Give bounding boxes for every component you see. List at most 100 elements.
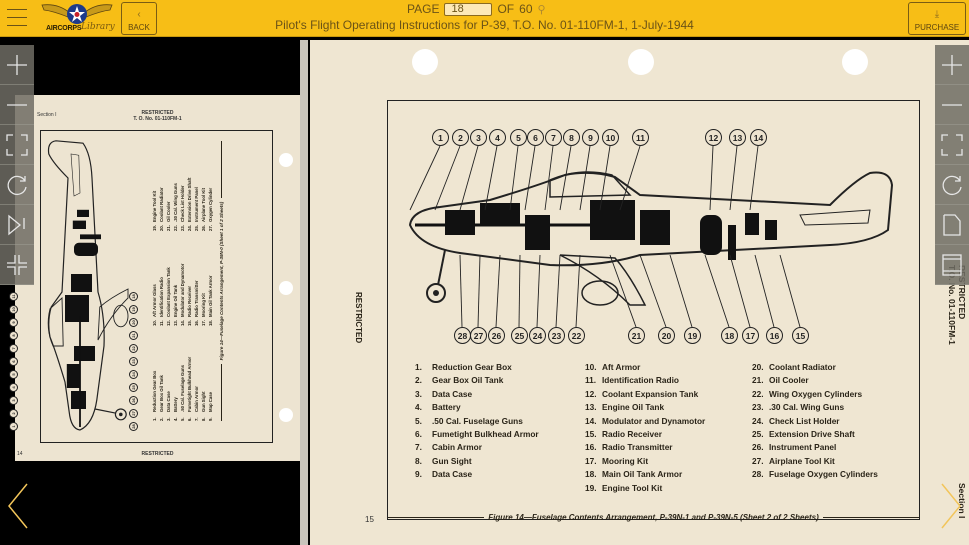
logo-script: Library [81,22,115,32]
page-button[interactable] [935,205,969,245]
legend-label: Coolant Expansion Tank [602,388,699,399]
legend-label: Data Case [432,469,473,480]
legend-number: 20. [752,362,764,372]
callout-number: 27 [470,327,487,344]
rotate-icon [942,175,962,195]
callout-number: 23 [129,357,138,366]
leader-line [484,145,498,211]
zoom-out-button[interactable] [0,85,34,125]
legend-item: 14.Modulator and Dynamotor [179,231,186,326]
search-icon[interactable]: ⚲ [537,3,546,16]
callout-number: 19 [129,305,138,314]
callout-number: 9 [9,318,18,327]
previous-page-button[interactable] [5,482,31,535]
fit-button[interactable] [935,125,969,165]
callout-number: 8 [9,331,18,340]
shrink-button[interactable] [0,245,34,285]
legend-label: Cabin Armor [432,442,482,453]
legend-item: 6.Fumetight Bulkhead Armor [186,326,193,421]
legend-number: 13. [585,402,597,413]
legend-label: Coolant Expansion Tank [166,267,171,317]
legend-label: Radio Transmitter [602,442,673,453]
logo-text: AIRCORPS [46,25,82,32]
leader-line [669,254,693,328]
legend-item: 19.Engine Tool Kit [585,482,705,495]
callout-number: 7 [9,344,18,353]
chevron-right-icon [941,483,961,529]
callout-number: 22 [129,344,138,353]
leader-line [754,254,775,328]
legend-label: Check List Holder [769,415,840,426]
zoom-in-button[interactable] [935,45,969,85]
legend-item: 23..30 Cal. Wing Guns [752,401,878,414]
legend-label: Engine Tool Kit [152,190,157,222]
fit-icon [941,133,963,156]
rotate-button[interactable] [935,165,969,205]
legend-number: 21. [752,375,764,386]
back-button[interactable]: ‹ BACK [121,2,157,35]
filmstrip-button[interactable] [935,245,969,285]
legend-label: Gear Box Oil Tank [159,375,164,412]
callout-number: 18 [129,292,138,301]
legend-item: 22.Wing Oxygen Cylinders [752,388,878,401]
legend-item: 4.Battery [172,326,179,421]
callout-number: 24 [129,370,138,379]
legend-number: 20. [159,225,164,231]
leader-line [409,145,441,211]
legend-number: 27. [752,455,764,466]
legend-item: 12. Coolant Expansion Tank [165,231,172,326]
legend-number: 12. [585,388,597,399]
legend-label: Gear Box Oil Tank [432,375,504,386]
legend-label: Extension Drive Shaft [187,177,192,222]
legend-label: Check List Holder [180,185,185,222]
legend-item: 5..50 Cal. Fuselage Guns [179,326,186,421]
single-page-button[interactable] [0,205,34,245]
legend-label: Main Oil Tank Armor [602,469,683,480]
legend-number: 7. [194,417,199,421]
legend-label: Modulator and Dynamotor [602,415,706,426]
legend-number: 5. [180,417,185,421]
left-figure-caption: Figure 14—Fuselage Contents Arrangement,… [219,141,224,421]
legend-number: 17. [201,320,206,326]
legend-label: Coolant Radiator [769,362,836,372]
legend-item: 26.Instrument Panel [752,441,878,454]
legend-label: Radio Receiver [602,429,662,440]
rotate-button[interactable] [0,165,34,205]
legend-item: 27.Oxygen Cylinder [207,136,214,231]
legend-number: 11. [585,375,597,386]
legend-item: 14.Modulator and Dynamotor [585,415,705,428]
aircorps-library-logo[interactable]: AIRCORPS Library [38,1,116,36]
leader-line [544,145,554,211]
legend-label: Main Oil Tank Armor [208,275,213,317]
legend-item: 5..50 Cal. Fuselage Guns [415,415,539,428]
legend-label: Cabin Armor [194,386,199,412]
callout-number: 6 [9,357,18,366]
legend-label: Fumetight Bulkhead Armor [432,429,539,440]
zoom-out-button[interactable] [935,85,969,125]
legend-label: Reduction Gear Box [432,362,512,372]
legend-number: 14. [180,320,185,326]
hamburger-menu-icon[interactable] [7,9,27,29]
legend-item: 26.Airplane Tool Kit [200,136,207,231]
next-page-button[interactable] [938,482,964,535]
legend-label: Engine Tool Kit [602,482,663,493]
callout-number: 3 [470,129,487,146]
legend-label: Oil Cooler [769,375,809,386]
zoom-in-button[interactable] [0,45,34,85]
purchase-button[interactable]: ⤓ PURCHASE [908,2,966,35]
legend-number: 24. [752,415,764,426]
zoom-in-icon [942,54,962,75]
legend-number: 12. [166,320,171,326]
legend-number: 25. [752,429,764,440]
leader-line [477,254,481,328]
legend-label: Reduction Gear Box [152,370,157,412]
legend-item: 11.Identification Radio [158,231,165,326]
aircraft-diagram-sheet-1 [47,139,129,431]
fit-button[interactable] [0,125,34,165]
callout-number: 17 [742,327,759,344]
leader-line [779,254,801,328]
callout-number: 11 [9,292,18,301]
page-number-input[interactable] [444,2,493,16]
callout-number: 23 [548,327,565,344]
legend-number: 22. [173,225,178,231]
